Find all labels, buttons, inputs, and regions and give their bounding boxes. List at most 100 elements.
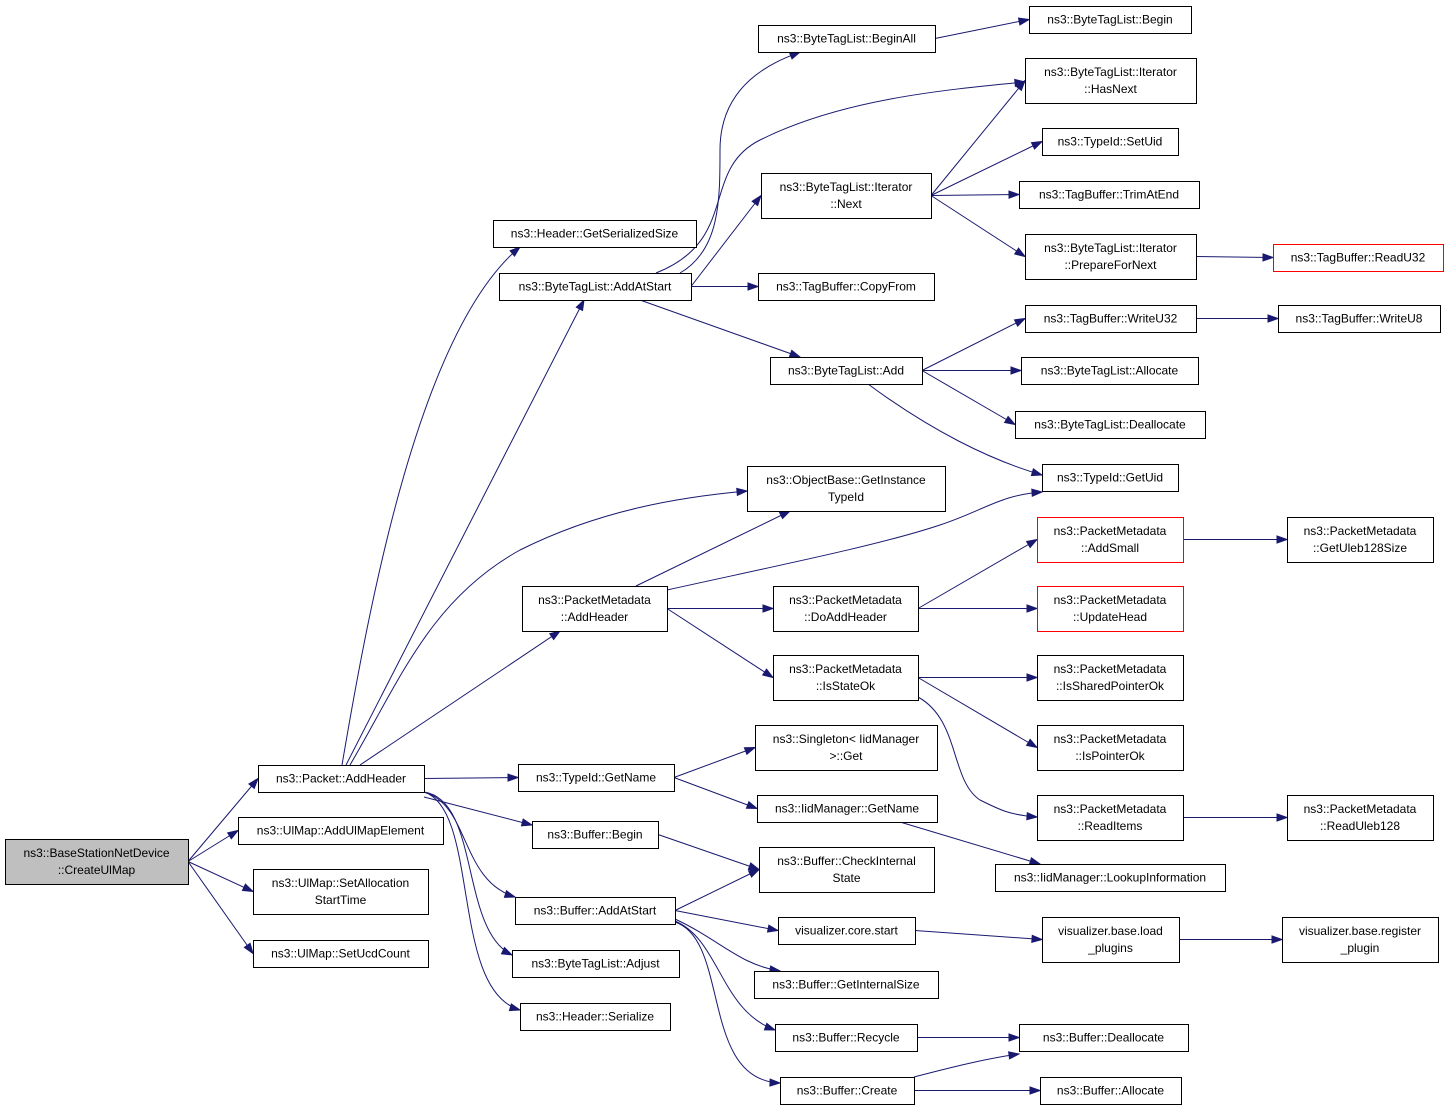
node-bytetaglist-add[interactable]: ns3::ByteTagList::Add bbox=[770, 357, 923, 385]
node-box[interactable] bbox=[1015, 411, 1206, 439]
node-box[interactable] bbox=[1037, 517, 1184, 563]
node-bytetaglist-adjust[interactable]: ns3::ByteTagList::Adjust bbox=[512, 950, 680, 978]
node-packetmetadata-doaddheader[interactable]: ns3::PacketMetadata::DoAddHeader bbox=[773, 586, 919, 632]
node-box[interactable] bbox=[518, 764, 675, 792]
node-tagbuffer-trimatend[interactable]: ns3::TagBuffer::TrimAtEnd bbox=[1019, 181, 1200, 209]
node-packetmetadata-updatehead[interactable]: ns3::PacketMetadata::UpdateHead bbox=[1037, 586, 1184, 632]
node-header-serialize[interactable]: ns3::Header::Serialize bbox=[520, 1003, 671, 1031]
node-packetmetadata-getuleb128size[interactable]: ns3::PacketMetadata::GetUleb128Size bbox=[1287, 517, 1434, 563]
node-box[interactable] bbox=[1021, 357, 1199, 385]
node-box[interactable] bbox=[1278, 305, 1441, 333]
node-visualizer-base-register-plugin[interactable]: visualizer.base.register_plugin bbox=[1282, 917, 1439, 963]
node-tagbuffer-writeu32[interactable]: ns3::TagBuffer::WriteU32 bbox=[1025, 305, 1197, 333]
node-box[interactable] bbox=[773, 586, 919, 632]
node-bytetaglist-addatstart[interactable]: ns3::ByteTagList::AddAtStart bbox=[499, 273, 692, 301]
node-buffer-getinternalsize[interactable]: ns3::Buffer::GetInternalSize bbox=[754, 971, 939, 999]
node-box[interactable] bbox=[1025, 305, 1197, 333]
node-ulmap-addulmapelement[interactable]: ns3::UlMap::AddUlMapElement bbox=[238, 817, 444, 845]
node-visualizer-core-start[interactable]: visualizer.core.start bbox=[778, 917, 916, 945]
node-bytetaglist-begin[interactable]: ns3::ByteTagList::Begin bbox=[1029, 6, 1192, 34]
node-packetmetadata-addsmall[interactable]: ns3::PacketMetadata::AddSmall bbox=[1037, 517, 1184, 563]
node-box[interactable] bbox=[522, 586, 668, 632]
node-packetmetadata-ispointerok[interactable]: ns3::PacketMetadata::IsPointerOk bbox=[1037, 725, 1184, 771]
node-box[interactable] bbox=[1019, 1024, 1189, 1052]
node-box[interactable] bbox=[770, 357, 923, 385]
node-buffer-begin[interactable]: ns3::Buffer::Begin bbox=[532, 821, 659, 849]
node-ulmap-setucdcount[interactable]: ns3::UlMap::SetUcdCount bbox=[253, 940, 429, 968]
node-box[interactable] bbox=[755, 725, 938, 771]
node-box[interactable] bbox=[1029, 6, 1192, 34]
node-box[interactable] bbox=[493, 220, 697, 248]
node-box[interactable] bbox=[1042, 464, 1179, 492]
node-typeid-setuid[interactable]: ns3::TypeId::SetUid bbox=[1042, 128, 1179, 156]
node-box[interactable] bbox=[1287, 517, 1434, 563]
node-typeid-getname[interactable]: ns3::TypeId::GetName bbox=[518, 764, 675, 792]
node-box[interactable] bbox=[532, 821, 659, 849]
node-box[interactable] bbox=[773, 655, 919, 701]
node-box[interactable] bbox=[1037, 725, 1184, 771]
node-box[interactable] bbox=[747, 466, 946, 512]
node-box[interactable] bbox=[757, 795, 938, 823]
node-box[interactable] bbox=[1025, 58, 1197, 104]
node-bytetaglist-beginall[interactable]: ns3::ByteTagList::BeginAll bbox=[758, 25, 936, 53]
node-header-getserializedsize[interactable]: ns3::Header::GetSerializedSize bbox=[493, 220, 697, 248]
node-bytetaglist-deallocate[interactable]: ns3::ByteTagList::Deallocate bbox=[1015, 411, 1206, 439]
node-box[interactable] bbox=[1025, 234, 1197, 280]
node-iterator-preparefornext[interactable]: ns3::ByteTagList::Iterator::PrepareForNe… bbox=[1025, 234, 1197, 280]
node-box[interactable] bbox=[499, 273, 692, 301]
node-box[interactable] bbox=[758, 25, 936, 53]
node-tagbuffer-writeu8[interactable]: ns3::TagBuffer::WriteU8 bbox=[1278, 305, 1441, 333]
node-packetmetadata-readuleb128[interactable]: ns3::PacketMetadata::ReadUleb128 bbox=[1287, 795, 1434, 841]
node-box[interactable] bbox=[253, 869, 429, 915]
node-box[interactable] bbox=[1037, 795, 1184, 841]
node-box[interactable] bbox=[1273, 244, 1444, 272]
node-box[interactable] bbox=[238, 817, 444, 845]
node-packetmetadata-isstateok[interactable]: ns3::PacketMetadata::IsStateOk bbox=[773, 655, 919, 701]
node-buffer-recycle[interactable]: ns3::Buffer::Recycle bbox=[775, 1024, 918, 1052]
node-packet-addheader[interactable]: ns3::Packet::AddHeader bbox=[258, 765, 425, 793]
node-box[interactable] bbox=[5, 839, 189, 885]
node-box[interactable] bbox=[1282, 917, 1439, 963]
node-packetmetadata-issharedpointerok[interactable]: ns3::PacketMetadata::IsSharedPointerOk bbox=[1037, 655, 1184, 701]
node-typeid-getuid[interactable]: ns3::TypeId::GetUid bbox=[1042, 464, 1179, 492]
node-packetmetadata-readitems[interactable]: ns3::PacketMetadata::ReadItems bbox=[1037, 795, 1184, 841]
node-box[interactable] bbox=[754, 971, 939, 999]
node-tagbuffer-readu32[interactable]: ns3::TagBuffer::ReadU32 bbox=[1273, 244, 1444, 272]
node-box[interactable] bbox=[1040, 1077, 1182, 1105]
node-box[interactable] bbox=[1019, 181, 1200, 209]
node-root[interactable]: ns3::BaseStationNetDevice::CreateUlMap bbox=[5, 839, 189, 885]
node-singleton-get[interactable]: ns3::Singleton< IidManager >::Get bbox=[755, 725, 938, 771]
node-iterator-next[interactable]: ns3::ByteTagList::Iterator::Next bbox=[761, 173, 932, 219]
node-iidmanager-lookupinformation[interactable]: ns3::IidManager::LookupInformation bbox=[995, 864, 1226, 892]
node-box[interactable] bbox=[520, 1003, 671, 1031]
node-box[interactable] bbox=[778, 917, 916, 945]
node-box[interactable] bbox=[1037, 655, 1184, 701]
node-box[interactable] bbox=[1042, 917, 1180, 963]
node-box[interactable] bbox=[512, 950, 680, 978]
node-box[interactable] bbox=[515, 897, 676, 925]
node-box[interactable] bbox=[1287, 795, 1434, 841]
node-packetmetadata-addheader[interactable]: ns3::PacketMetadata::AddHeader bbox=[522, 586, 668, 632]
node-visualizer-base-load-plugins[interactable]: visualizer.base.load_plugins bbox=[1042, 917, 1180, 963]
node-box[interactable] bbox=[1042, 128, 1179, 156]
node-box[interactable] bbox=[258, 765, 425, 793]
node-iterator-hasnext[interactable]: ns3::ByteTagList::Iterator::HasNext bbox=[1025, 58, 1197, 104]
node-box[interactable] bbox=[758, 273, 935, 301]
node-iidmanager-getname[interactable]: ns3::IidManager::GetName bbox=[757, 795, 938, 823]
node-box[interactable] bbox=[775, 1024, 918, 1052]
node-box[interactable] bbox=[780, 1077, 915, 1105]
node-buffer-deallocate[interactable]: ns3::Buffer::Deallocate bbox=[1019, 1024, 1189, 1052]
node-box[interactable] bbox=[759, 847, 935, 893]
node-bytetaglist-allocate[interactable]: ns3::ByteTagList::Allocate bbox=[1021, 357, 1199, 385]
node-buffer-allocate[interactable]: ns3::Buffer::Allocate bbox=[1040, 1077, 1182, 1105]
node-box[interactable] bbox=[995, 864, 1226, 892]
node-buffer-addatstart[interactable]: ns3::Buffer::AddAtStart bbox=[515, 897, 676, 925]
node-tagbuffer-copyfrom[interactable]: ns3::TagBuffer::CopyFrom bbox=[758, 273, 935, 301]
node-box[interactable] bbox=[1037, 586, 1184, 632]
node-box[interactable] bbox=[761, 173, 932, 219]
node-buffer-create[interactable]: ns3::Buffer::Create bbox=[780, 1077, 915, 1105]
node-box[interactable] bbox=[253, 940, 429, 968]
